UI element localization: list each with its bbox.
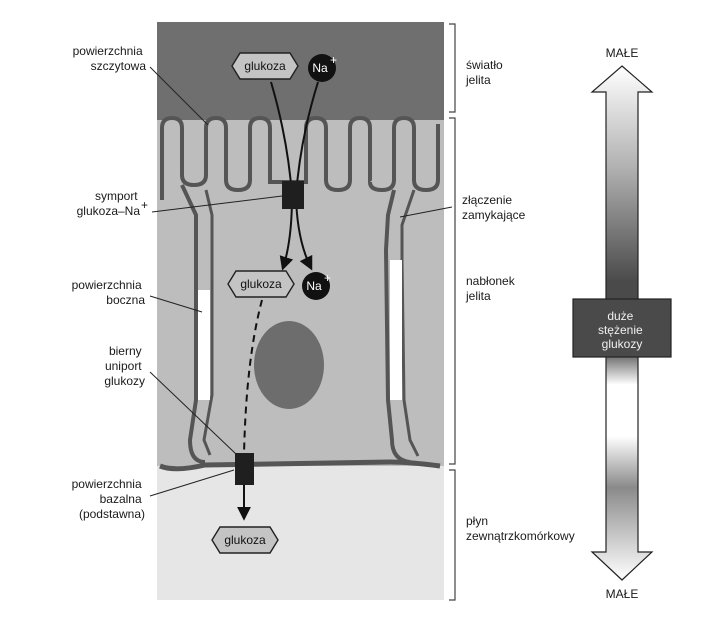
nucleus (254, 321, 324, 409)
glucose-molecule-cell: glukoza (227, 270, 295, 298)
high-glucose-concentration-box: duże stężenie glukozy (572, 298, 672, 358)
high-glucose-label: duże stężenie glukozy (598, 309, 646, 351)
lateral-space-right (390, 260, 402, 400)
glucose-label-lumen: glukoza (244, 59, 286, 73)
sodium-ion-cell: Na + (302, 271, 331, 300)
label-lateral-surface: powierzchnia boczna (72, 278, 146, 307)
tight-junction-leader (399, 206, 453, 218)
lateral-membrane-left (180, 184, 206, 464)
label-extracellular-fluid: płyn zewnątrzkomórkowy (466, 514, 575, 543)
sodium-label-cell: Na (306, 279, 322, 293)
microvilli (160, 115, 440, 200)
label-basal-surface: powierzchnia bazalna (podstawna) (72, 477, 145, 521)
passive-diffusion-dashed (243, 299, 263, 456)
sodium-charge-lumen: + (330, 53, 337, 67)
right-brackets (449, 23, 456, 601)
label-epithelium: nabłonek jelita (465, 274, 518, 303)
basal-membrane (159, 459, 441, 472)
label-symport-charge: + (141, 198, 148, 212)
gradient-top-label: MAŁE (606, 46, 639, 60)
label-tight-junction: złączenie zamykające (462, 193, 526, 222)
label-passive-uniport: bierny uniport glukozy (104, 344, 145, 388)
lateral-space-left (198, 290, 210, 400)
label-symport: symport glukoza–Na (77, 189, 141, 218)
gradient-bottom-label: MAŁE (606, 587, 639, 601)
glucose-label-extracellular: glukoza (224, 533, 266, 547)
extracellular-region (157, 466, 444, 600)
uniport-transporter (235, 453, 254, 485)
sodium-label-lumen: Na (312, 61, 328, 75)
glucose-molecule-extracellular: glukoza (211, 526, 279, 554)
glucose-label-cell: glukoza (240, 277, 282, 291)
label-lumen: światło jelita (465, 58, 506, 87)
sodium-ion-lumen: Na + (308, 53, 337, 82)
label-apical-surface: powierzchnia szczytowa (73, 44, 147, 73)
lateral-membrane-right-inner (400, 189, 420, 457)
lateral-membrane-left-inner (202, 189, 214, 456)
glucose-molecule-lumen: glukoza (231, 52, 299, 80)
left-leader-lines (149, 66, 283, 497)
symport-transporter (282, 181, 304, 209)
sodium-charge-cell: + (324, 271, 331, 285)
